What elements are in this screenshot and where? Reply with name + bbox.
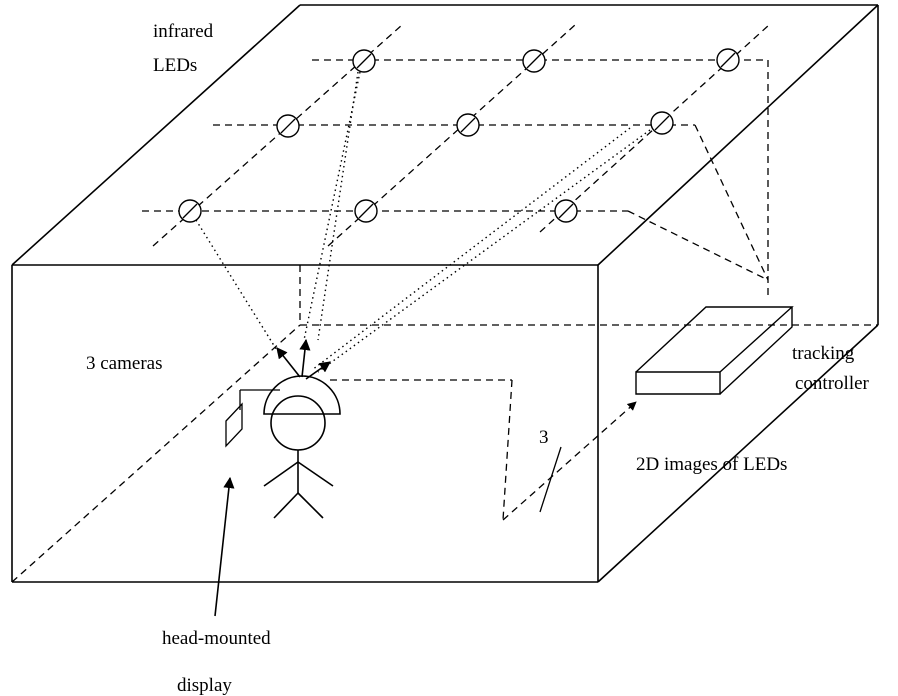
label-bus-count: 3 — [539, 427, 549, 448]
led-icon — [354, 199, 378, 223]
cable-down — [502, 379, 513, 521]
label-display: display — [177, 675, 232, 696]
label-infrared: infrared — [153, 21, 214, 42]
camera-arrow — [276, 347, 301, 378]
data-cable — [330, 379, 637, 521]
led-icon — [522, 49, 546, 73]
sight-line — [311, 127, 631, 371]
sight-line — [317, 71, 359, 341]
bus-width-tick — [539, 446, 562, 513]
led-icon — [716, 48, 740, 72]
wire-front — [627, 210, 769, 281]
head-mounted-display-icon — [225, 389, 280, 448]
person-figure — [263, 375, 341, 519]
arm-left — [263, 461, 299, 487]
label-2d-images: 2D images of LEDs — [636, 454, 787, 475]
camera-sight-lines — [195, 71, 651, 373]
helmet — [263, 375, 341, 415]
tracking-controller-box — [635, 306, 794, 395]
top-right-edge — [597, 4, 879, 266]
label-cameras: 3 cameras — [86, 353, 162, 374]
led-icon — [456, 113, 480, 137]
camera-arrows — [276, 338, 331, 380]
sight-line — [195, 219, 279, 353]
led-icon — [554, 199, 578, 223]
bottom-right-edge — [597, 324, 879, 583]
arm-right — [297, 461, 334, 487]
leg-right — [297, 492, 324, 519]
hidden-edges — [11, 265, 878, 583]
room-box — [11, 4, 879, 583]
label-tracking: tracking — [792, 343, 855, 364]
led-grid-lines — [142, 24, 770, 247]
wire-middle — [694, 124, 769, 281]
infrared-leds — [178, 48, 740, 223]
hmd-pointer-arrow — [214, 476, 235, 617]
top-left-edge — [11, 4, 301, 266]
head — [270, 395, 326, 451]
label-leds: LEDs — [153, 55, 197, 76]
sight-line — [317, 129, 651, 373]
led-icon — [178, 199, 202, 223]
label-controller: controller — [795, 373, 870, 394]
led-icon — [276, 114, 300, 138]
camera-arrow — [299, 338, 311, 378]
led-wiring — [627, 60, 769, 295]
cable-diagonal — [502, 401, 637, 521]
led-icon — [650, 111, 674, 135]
led-icon — [352, 49, 376, 73]
label-head-mounted: head-mounted — [162, 628, 271, 649]
hidden-floor-left-edge — [11, 324, 301, 583]
leg-left — [273, 492, 299, 519]
